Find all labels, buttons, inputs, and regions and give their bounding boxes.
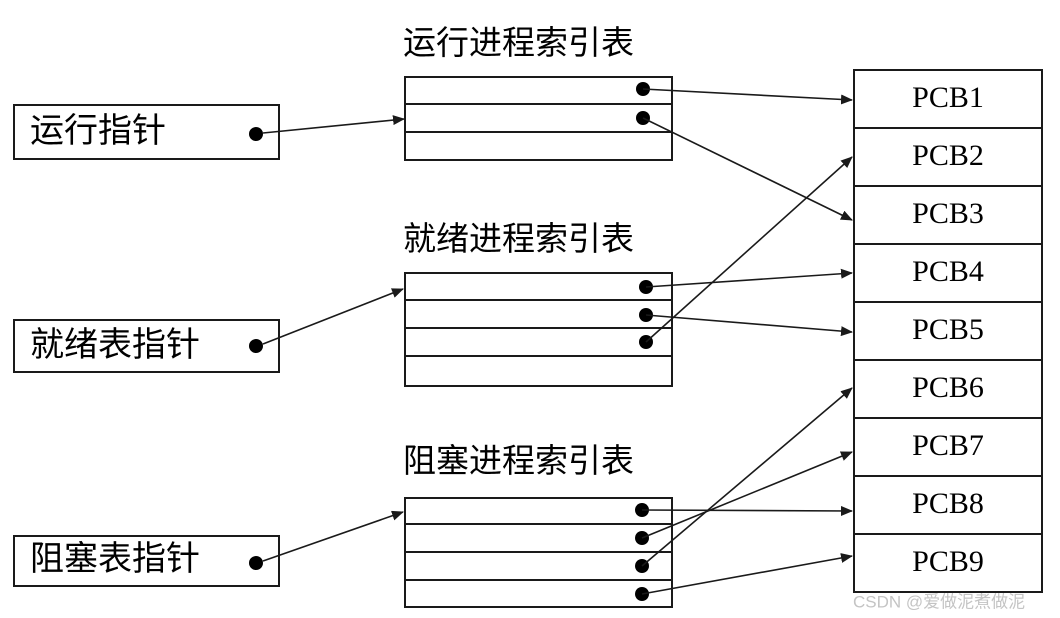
pointer-arrow [262,115,405,134]
pointer-ready-box [13,319,280,373]
pointer-running-dot [249,127,263,141]
ready-index-table [404,272,673,387]
pointer-arrow [262,510,404,562]
pointer-arrow [262,288,404,345]
entry-arrow [641,451,853,539]
entry-arrow [641,553,853,595]
pointer-ready-label: 就绪表指针 [30,325,200,365]
entry-arrow [642,117,853,221]
pcb-label: PCB8 [912,487,984,520]
entry-arrow [645,314,853,337]
pcb-column-box [853,69,1043,593]
pointer-blocked-label: 阻塞表指针 [30,539,200,579]
blocked-index-table [404,497,673,608]
running-index-title: 运行进程索引表 [403,23,634,62]
entry-arrow [645,268,853,288]
pcb-label: PCB3 [912,197,984,230]
running-index-box [404,76,673,161]
ready-index-title: 就绪进程索引表 [403,219,634,258]
pointer-ready: 就绪表指针 [13,319,280,373]
pcb-label: PCB2 [912,139,984,172]
pointer-ready-dot [249,339,263,353]
pointer-running-label: 运行指针 [30,111,166,151]
pcb-label: PCB5 [912,313,984,346]
ready-index-box [404,272,673,387]
entry-arrow [641,505,853,516]
watermark: CSDN @爱做泥煮做泥 [853,592,1025,611]
pcb-label: PCB7 [912,429,984,462]
pointer-blocked: 阻塞表指针 [13,535,280,587]
entry-arrow [642,88,853,105]
entry-arrow [645,156,853,343]
pcb-label: PCB6 [912,371,984,404]
pointer-running: 运行指针 [13,104,280,160]
pcb-label: PCB9 [912,545,984,578]
blocked-index-title: 阻塞进程索引表 [403,441,634,480]
pcb-column: PCB1 PCB2 PCB3 PCB4 PCB5 PCB6 PCB7 PCB8 … [853,69,1043,593]
pcb-label: PCB4 [912,255,984,288]
pointer-running-box [13,104,280,160]
pointer-blocked-dot [249,556,263,570]
running-index-table [404,76,673,161]
entry-arrow [641,387,853,567]
pointer-blocked-box [13,535,280,587]
pcb-label: PCB1 [912,81,984,114]
